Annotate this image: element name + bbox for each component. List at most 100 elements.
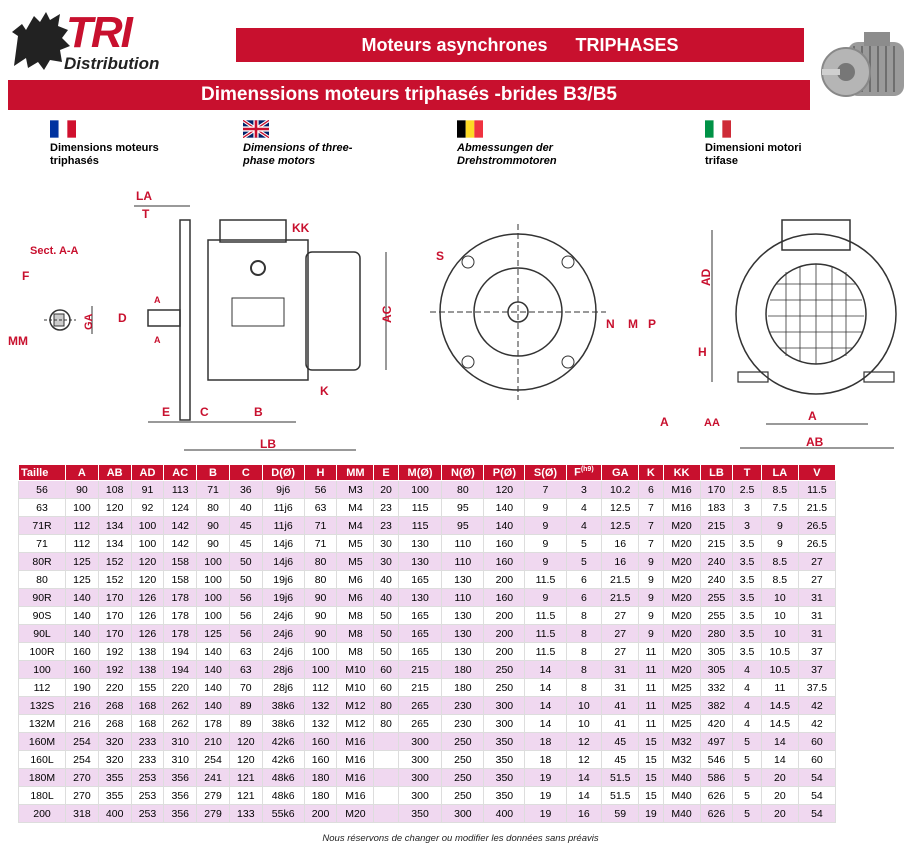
table-cell: 255 — [699, 606, 734, 625]
label-aa: AA — [704, 417, 720, 429]
table-cell: 14 — [565, 786, 603, 805]
table-cell: 11 — [638, 642, 664, 661]
table-cell: 356 — [163, 786, 198, 805]
table-cell: 121 — [228, 786, 263, 805]
table-cell: 10 — [565, 696, 603, 715]
lang-de: Abmessungen der Drehstrommotoren — [457, 120, 597, 168]
table-cell: 10.5 — [760, 660, 799, 679]
table-cell: 108 — [97, 480, 132, 499]
table-cell: 320 — [97, 750, 132, 769]
table-cell: 140 — [65, 606, 99, 625]
table-cell: 8.5 — [760, 552, 799, 571]
table-cell: 126 — [130, 606, 165, 625]
table-cell: 497 — [699, 732, 734, 751]
table-cell: 9 — [760, 534, 799, 553]
table-cell: 318 — [65, 804, 99, 823]
table-cell: 41 — [601, 714, 640, 733]
table-cell: 26.5 — [797, 534, 837, 553]
table-cell: 7 — [638, 516, 664, 535]
table-cell: 80 — [303, 570, 338, 589]
table-cell: 100 — [130, 516, 165, 535]
column-header: M(Ø) — [397, 464, 443, 481]
table-cell: 190 — [65, 678, 99, 697]
table-cell: 300 — [397, 732, 443, 751]
table-cell: 11 — [638, 714, 664, 733]
column-header: F(h9) — [565, 464, 603, 481]
table-cell: M25 — [662, 714, 701, 733]
table-cell: 10 — [760, 624, 799, 643]
table-cell: 5 — [732, 804, 762, 823]
table-cell: 140 — [483, 498, 526, 517]
table-cell: 19 — [524, 804, 567, 823]
table-cell: 120 — [130, 552, 165, 571]
table-cell: M8 — [336, 642, 375, 661]
lang-de-line2: Drehstrommotoren — [457, 155, 557, 167]
table-cell: 183 — [699, 498, 734, 517]
table-cell: 4 — [732, 660, 762, 679]
table-cell: 265 — [397, 696, 443, 715]
table-cell: 170 — [97, 606, 132, 625]
column-header-label: F — [574, 466, 581, 479]
lang-it-line2: trifase — [705, 155, 739, 167]
table-cell: 220 — [163, 678, 198, 697]
table-cell: 60 — [373, 660, 399, 679]
table-cell: 24j6 — [261, 624, 305, 643]
table-cell: 356 — [163, 768, 198, 787]
table-cell: 95 — [441, 516, 485, 535]
table-cell — [373, 750, 399, 769]
table-cell: 90L — [17, 624, 67, 643]
table-cell: 300 — [483, 696, 526, 715]
table-cell: 7 — [638, 498, 664, 517]
table-cell: 160 — [303, 732, 338, 751]
table-cell: 8 — [565, 660, 603, 679]
table-cell: 254 — [65, 732, 99, 751]
table-cell: 27 — [601, 624, 640, 643]
table-cell: 56 — [303, 480, 338, 499]
table-cell: 142 — [163, 516, 198, 535]
table-cell: 6 — [638, 480, 664, 499]
table-cell: 132M — [17, 714, 67, 733]
table-cell: 80 — [196, 498, 230, 517]
table-cell: 31 — [797, 588, 837, 607]
table-cell: 30 — [373, 552, 399, 571]
table-cell: 200 — [17, 804, 67, 823]
label-t: T — [142, 207, 150, 221]
table-cell: 23 — [373, 516, 399, 535]
table-cell: 400 — [97, 804, 132, 823]
table-cell: 200 — [483, 606, 526, 625]
flag-uk-icon — [243, 120, 269, 138]
table-cell: 90 — [303, 624, 338, 643]
table-cell: 71 — [17, 534, 67, 553]
column-header: A — [65, 464, 99, 481]
table-cell: 51.5 — [601, 768, 640, 787]
table-cell: 3.5 — [732, 624, 762, 643]
table-cell: M12 — [336, 714, 375, 733]
table-cell: 20 — [760, 768, 799, 787]
table-cell: 92 — [130, 498, 165, 517]
table-cell: 250 — [483, 660, 526, 679]
table-cell: 9 — [524, 516, 567, 535]
table-cell: 11.5 — [797, 480, 837, 499]
table-cell: 50 — [228, 552, 263, 571]
label-m: M — [628, 317, 638, 331]
table-cell: 91 — [130, 480, 165, 499]
table-cell: 170 — [97, 624, 132, 643]
table-cell: 3 — [732, 498, 762, 517]
table-cell: 90S — [17, 606, 67, 625]
column-header-sup: (h9) — [580, 466, 594, 474]
table-cell: 42k6 — [261, 750, 305, 769]
flag-it-icon — [705, 120, 731, 138]
table-cell: 20 — [760, 804, 799, 823]
table-cell: 192 — [97, 642, 132, 661]
table-cell: 10.2 — [601, 480, 640, 499]
table-cell: 12 — [565, 732, 603, 751]
table-cell: 140 — [483, 516, 526, 535]
logo: TRI Distribution — [4, 6, 204, 76]
table-cell: 14 — [524, 660, 567, 679]
